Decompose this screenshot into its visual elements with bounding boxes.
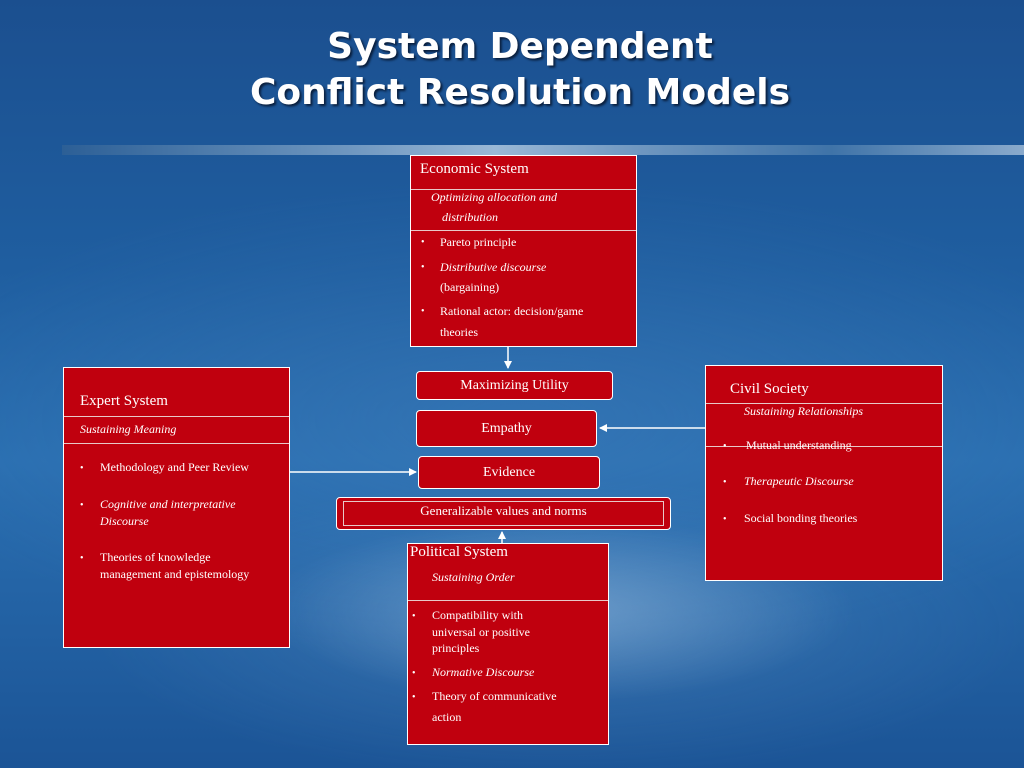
expert-subtitle-divider <box>64 443 289 444</box>
civil-subtitle-divider <box>706 446 942 447</box>
expert-system-box: Expert System Sustaining Meaning • Metho… <box>63 367 290 648</box>
evidence-pill: Evidence <box>418 456 600 489</box>
civil-item-1: Mutual understanding <box>746 438 852 452</box>
civil-header-divider <box>706 403 942 404</box>
expert-item-1: Methodology and Peer Review <box>100 460 249 474</box>
slide-title: System Dependent Conflict Resolution Mod… <box>0 24 1024 116</box>
bullet: • <box>421 262 425 273</box>
economic-subtitle-divider <box>411 230 636 231</box>
civil-society-header: Civil Society <box>730 381 809 397</box>
expert-item-3-line-2: management and epistemology <box>100 567 250 581</box>
bullet: • <box>723 514 727 525</box>
bullet: • <box>80 500 84 511</box>
bullet: • <box>80 463 84 474</box>
civil-item-3: Social bonding theories <box>744 511 858 525</box>
generalizable-values-inner <box>343 501 664 526</box>
bullet: • <box>421 306 425 317</box>
expert-item-3-line-1: Theories of knowledge <box>100 550 211 564</box>
maximizing-utility-pill: Maximizing Utility <box>416 371 613 400</box>
civil-subtitle: Sustaining Relationships <box>744 404 864 418</box>
bullet: • <box>412 692 416 703</box>
political-subtitle: Sustaining Order <box>432 570 515 584</box>
political-item-1-line-2: universal or positive <box>432 625 530 639</box>
bullet: • <box>421 237 425 248</box>
economic-header-divider <box>411 189 636 190</box>
expert-system-header: Expert System <box>80 393 168 409</box>
economic-subtitle-line-2: distribution <box>442 210 499 224</box>
decorative-band <box>62 145 1024 155</box>
bullet: • <box>723 441 727 452</box>
political-item-1-line-3: principles <box>432 641 480 655</box>
bullet: • <box>412 611 416 622</box>
economic-item-3-line-2: theories <box>440 325 478 339</box>
political-item-1-line-1: Compatibility with <box>432 608 524 622</box>
civil-item-2: Therapeutic Discourse <box>744 474 854 488</box>
generalizable-values-label: Generalizable values and norms <box>420 503 587 518</box>
expert-item-2-line-2: Discourse <box>100 514 149 528</box>
economic-system-box: Economic System Optimizing allocation an… <box>410 155 637 347</box>
expert-header-divider <box>64 416 289 417</box>
political-system-header: Political System <box>410 544 508 560</box>
political-item-3-line-2: action <box>432 710 462 724</box>
bullet: • <box>80 553 84 564</box>
generalizable-values-pill: Generalizable values and norms <box>336 497 671 530</box>
political-item-2: Normative Discourse <box>432 665 535 679</box>
economic-item-1: Pareto principle <box>440 235 517 249</box>
economic-system-header: Economic System <box>420 161 529 177</box>
bullet: • <box>412 668 416 679</box>
expert-item-2-line-1: Cognitive and interpretative <box>100 497 236 511</box>
political-subtitle-divider <box>408 600 608 601</box>
title-line-1: System Dependent <box>327 26 713 67</box>
political-item-3-line-1: Theory of communicative <box>432 689 557 703</box>
economic-item-3-line-1: Rational actor: decision/game <box>440 304 584 318</box>
economic-item-2-line-2: (bargaining) <box>440 280 500 294</box>
expert-subtitle: Sustaining Meaning <box>80 422 177 436</box>
political-system-box: Political System Sustaining Order • Comp… <box>407 543 609 745</box>
civil-society-box: Civil Society Sustaining Relationships •… <box>705 365 943 581</box>
bullet: • <box>723 477 727 488</box>
empathy-pill: Empathy <box>416 410 597 447</box>
economic-subtitle-line-1: Optimizing allocation and <box>431 190 557 204</box>
title-line-2: Conflict Resolution Models <box>249 72 791 113</box>
economic-item-2-line-1: Distributive discourse <box>440 260 547 274</box>
